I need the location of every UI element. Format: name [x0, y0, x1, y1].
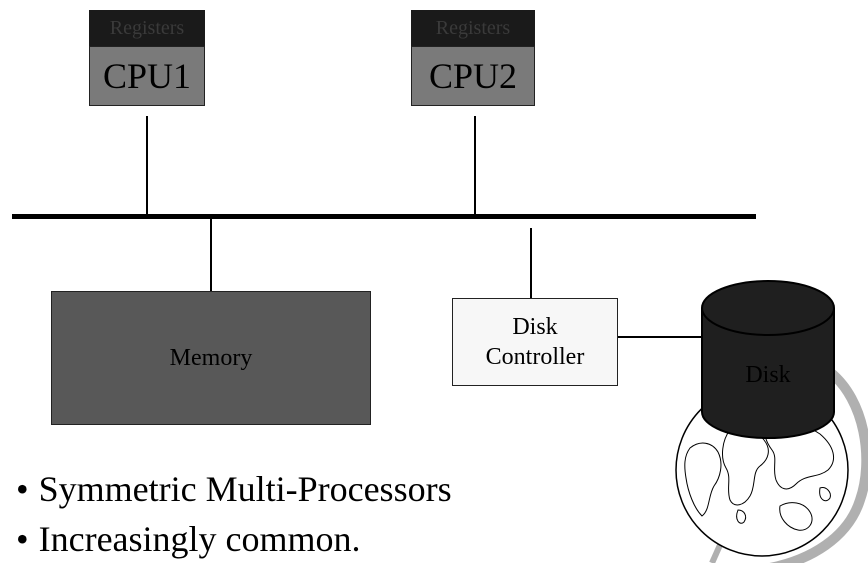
disk-icon [701, 280, 835, 439]
cpu2-registers: Registers [411, 10, 535, 46]
bullet-item: Symmetric Multi-Processors [16, 464, 452, 514]
controller-label-line2: Controller [485, 344, 585, 370]
cpu2-box: CPU2 [411, 46, 535, 106]
controller-label-line1: Disk [512, 314, 558, 340]
disk-label: Disk [745, 362, 791, 388]
cpu1-box: CPU1 [89, 46, 205, 106]
bullet-item: Increasingly common. [16, 514, 452, 564]
cpu1-bus-connector [146, 116, 148, 216]
disk-controller-box: Disk Controller [452, 298, 618, 386]
bullet-list: Symmetric Multi-Processors Increasingly … [16, 464, 452, 564]
memory-bus-connector [210, 219, 212, 291]
memory-label: Memory [169, 344, 253, 371]
memory-box: Memory [51, 291, 371, 425]
cpu1-registers: Registers [89, 10, 205, 46]
system-bus [12, 214, 756, 219]
controller-bus-connector [530, 228, 532, 298]
controller-disk-connector [618, 336, 704, 338]
cpu2-bus-connector [474, 116, 476, 216]
